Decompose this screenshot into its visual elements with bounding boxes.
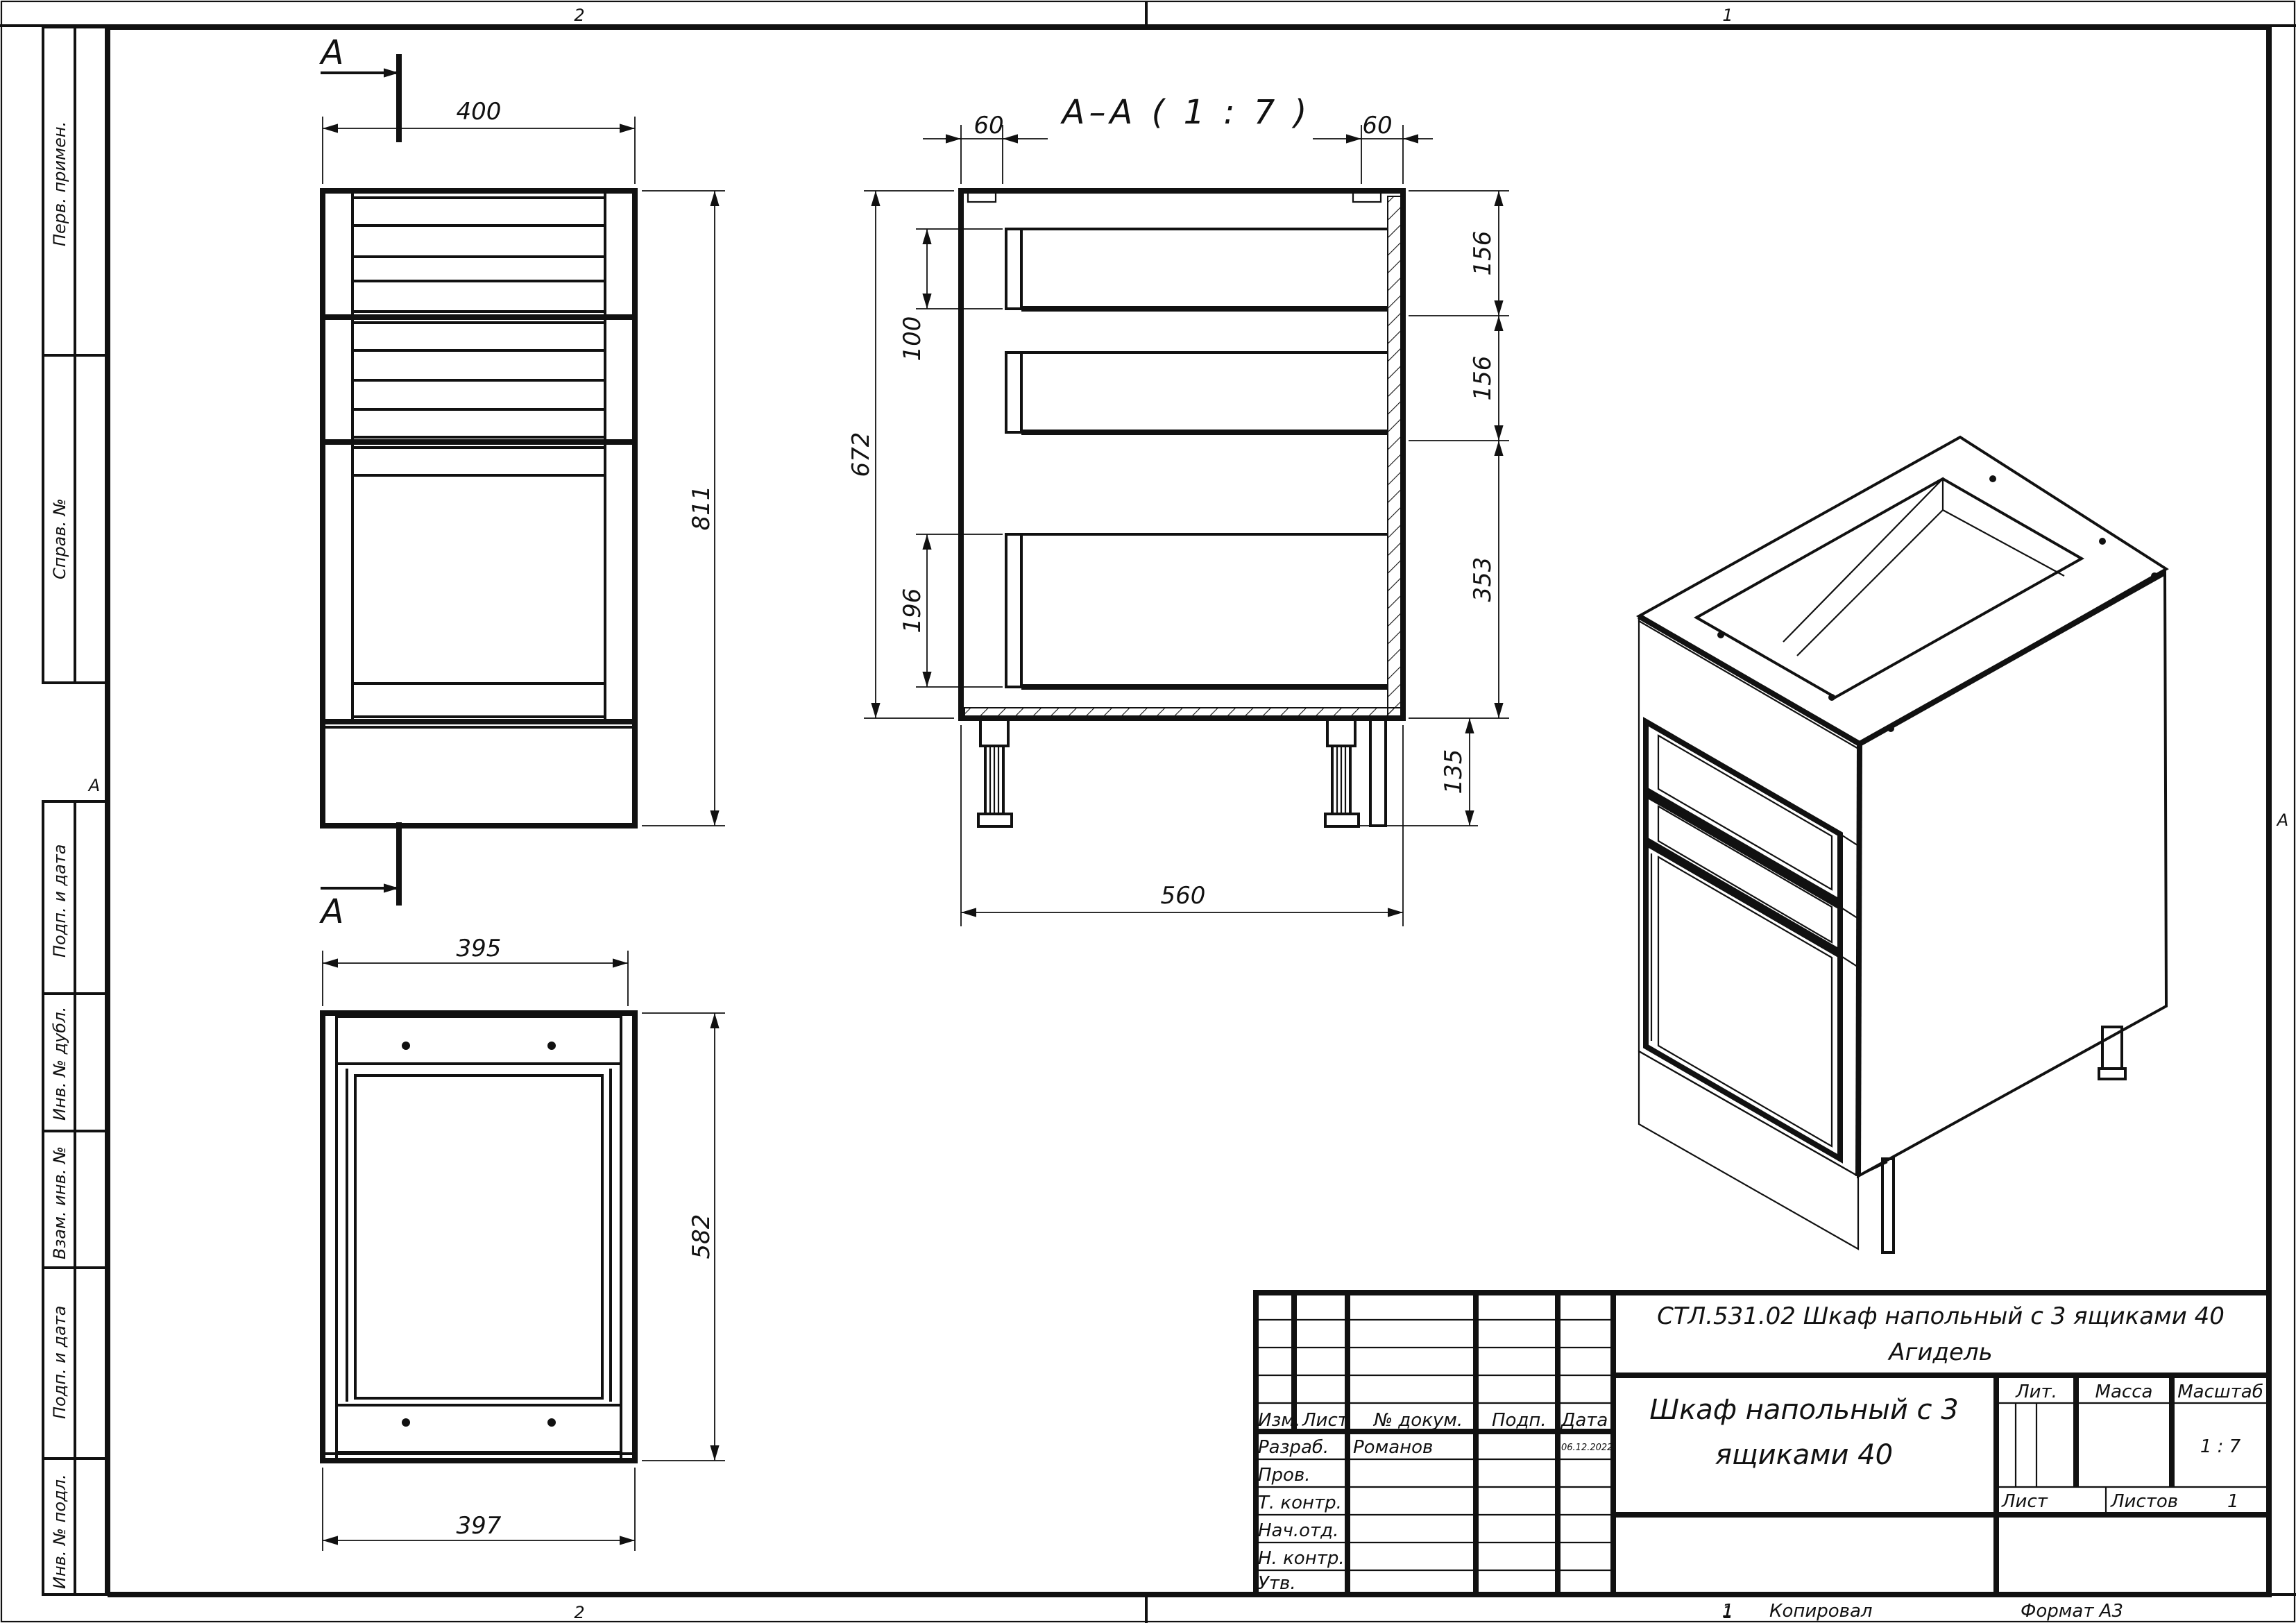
- top-view: [320, 1010, 638, 1463]
- tb-hdr-data: Дата: [1561, 1410, 1608, 1431]
- tb-doc-title-1: СТЛ.531.02 Шкаф напольный с 3 ящиками 40: [1657, 1302, 2225, 1330]
- dim-section-left-60: 60: [973, 112, 1003, 139]
- front-view-dimensions: [321, 54, 725, 906]
- zone-bottom-left: 2: [574, 1603, 584, 1622]
- dim-section-right-60: 60: [1362, 112, 1392, 139]
- dim-top-height: 582: [688, 1214, 715, 1259]
- margin-label-podp-data-2: Подп. и дата: [50, 1306, 69, 1420]
- margin-label-perv-primen: Перв. примен.: [50, 121, 69, 246]
- dim-section-156-a: 156: [1469, 231, 1497, 276]
- zone-right-mid: A: [2276, 810, 2288, 830]
- tb-author: Романов: [1353, 1437, 1433, 1458]
- section-title: А–А ( 1 : 7 ): [1060, 93, 1311, 132]
- section-view: [958, 188, 1406, 828]
- tb-date: 06.12.2022: [1561, 1443, 1613, 1453]
- dim-section-353: 353: [1469, 557, 1497, 602]
- dim-section-156-b: 156: [1469, 356, 1497, 401]
- tb-lit: Лит.: [2015, 1382, 2057, 1402]
- left-margin-columns: [42, 26, 109, 1596]
- margin-label-podp-data-1: Подп. и дата: [50, 844, 69, 958]
- dim-section-196: 196: [899, 588, 926, 634]
- tb-hdr-ndoc: № докум.: [1372, 1410, 1463, 1431]
- dim-top-width-bottom: 397: [457, 1512, 502, 1540]
- dim-section-672: 672: [847, 432, 875, 477]
- margin-label-vzam-inv: Взам. инв. №: [50, 1146, 69, 1259]
- dim-section-560: 560: [1161, 882, 1206, 910]
- section-view-dimensions: [864, 125, 1509, 926]
- tb-hdr-list: Лист: [1302, 1410, 1349, 1431]
- tb-listov: Листов: [2110, 1491, 2178, 1512]
- zone-left-mid: A: [87, 776, 100, 795]
- top-view-dimensions: [322, 951, 725, 1551]
- tb-name-2: ящиками 40: [1715, 1439, 1893, 1471]
- tb-hdr-izm: Изм.: [1258, 1410, 1300, 1431]
- dim-top-width-top: 395: [457, 935, 502, 962]
- tb-listov-value: 1: [2227, 1491, 2239, 1512]
- dim-section-135: 135: [1440, 749, 1468, 794]
- dim-front-width: 400: [457, 98, 502, 126]
- tb-hdr-podp: Подп.: [1492, 1410, 1547, 1431]
- tb-row-nachotd: Нач.отд.: [1258, 1520, 1338, 1541]
- footer-format: Формат А3: [2021, 1601, 2123, 1622]
- tb-row-prov: Пров.: [1258, 1465, 1311, 1486]
- margin-label-inv-podl: Инв. № подл.: [50, 1474, 69, 1589]
- dim-front-height: 811: [688, 486, 715, 531]
- section-mark-top: A: [319, 33, 348, 72]
- tb-row-nkontr: Н. контр.: [1258, 1548, 1345, 1569]
- margin-label-inv-dubl: Инв. № дубл.: [50, 1007, 69, 1121]
- zone-top-right: 1: [1722, 6, 1733, 25]
- zone-top-left: 2: [574, 6, 584, 25]
- tb-doc-title-2: Агидель: [1887, 1339, 1992, 1366]
- tb-masshtab: Масштаб: [2177, 1382, 2263, 1402]
- margin-label-sprav: Справ. №: [50, 498, 69, 579]
- tb-scale: 1 : 7: [2200, 1436, 2241, 1457]
- tb-row-tkontr: Т. контр.: [1258, 1493, 1342, 1513]
- isometric-view: [1635, 435, 2169, 1254]
- tb-massa: Масса: [2095, 1382, 2153, 1402]
- tb-row-razrab: Разраб.: [1258, 1437, 1329, 1458]
- section-mark-bottom: A: [319, 892, 348, 931]
- footer-num: 1: [1722, 1601, 1734, 1622]
- front-view: [320, 188, 638, 829]
- zone-bottom-right: 1: [1722, 1603, 1733, 1622]
- dim-section-100: 100: [899, 316, 926, 362]
- footer-kopiroval: Копировал: [1769, 1601, 1873, 1622]
- title-block: [1253, 1290, 2272, 1597]
- tb-list: Лист: [2001, 1491, 2048, 1512]
- tb-name-1: Шкаф напольный с 3: [1649, 1394, 1958, 1426]
- tb-row-utv: Утв.: [1258, 1573, 1296, 1594]
